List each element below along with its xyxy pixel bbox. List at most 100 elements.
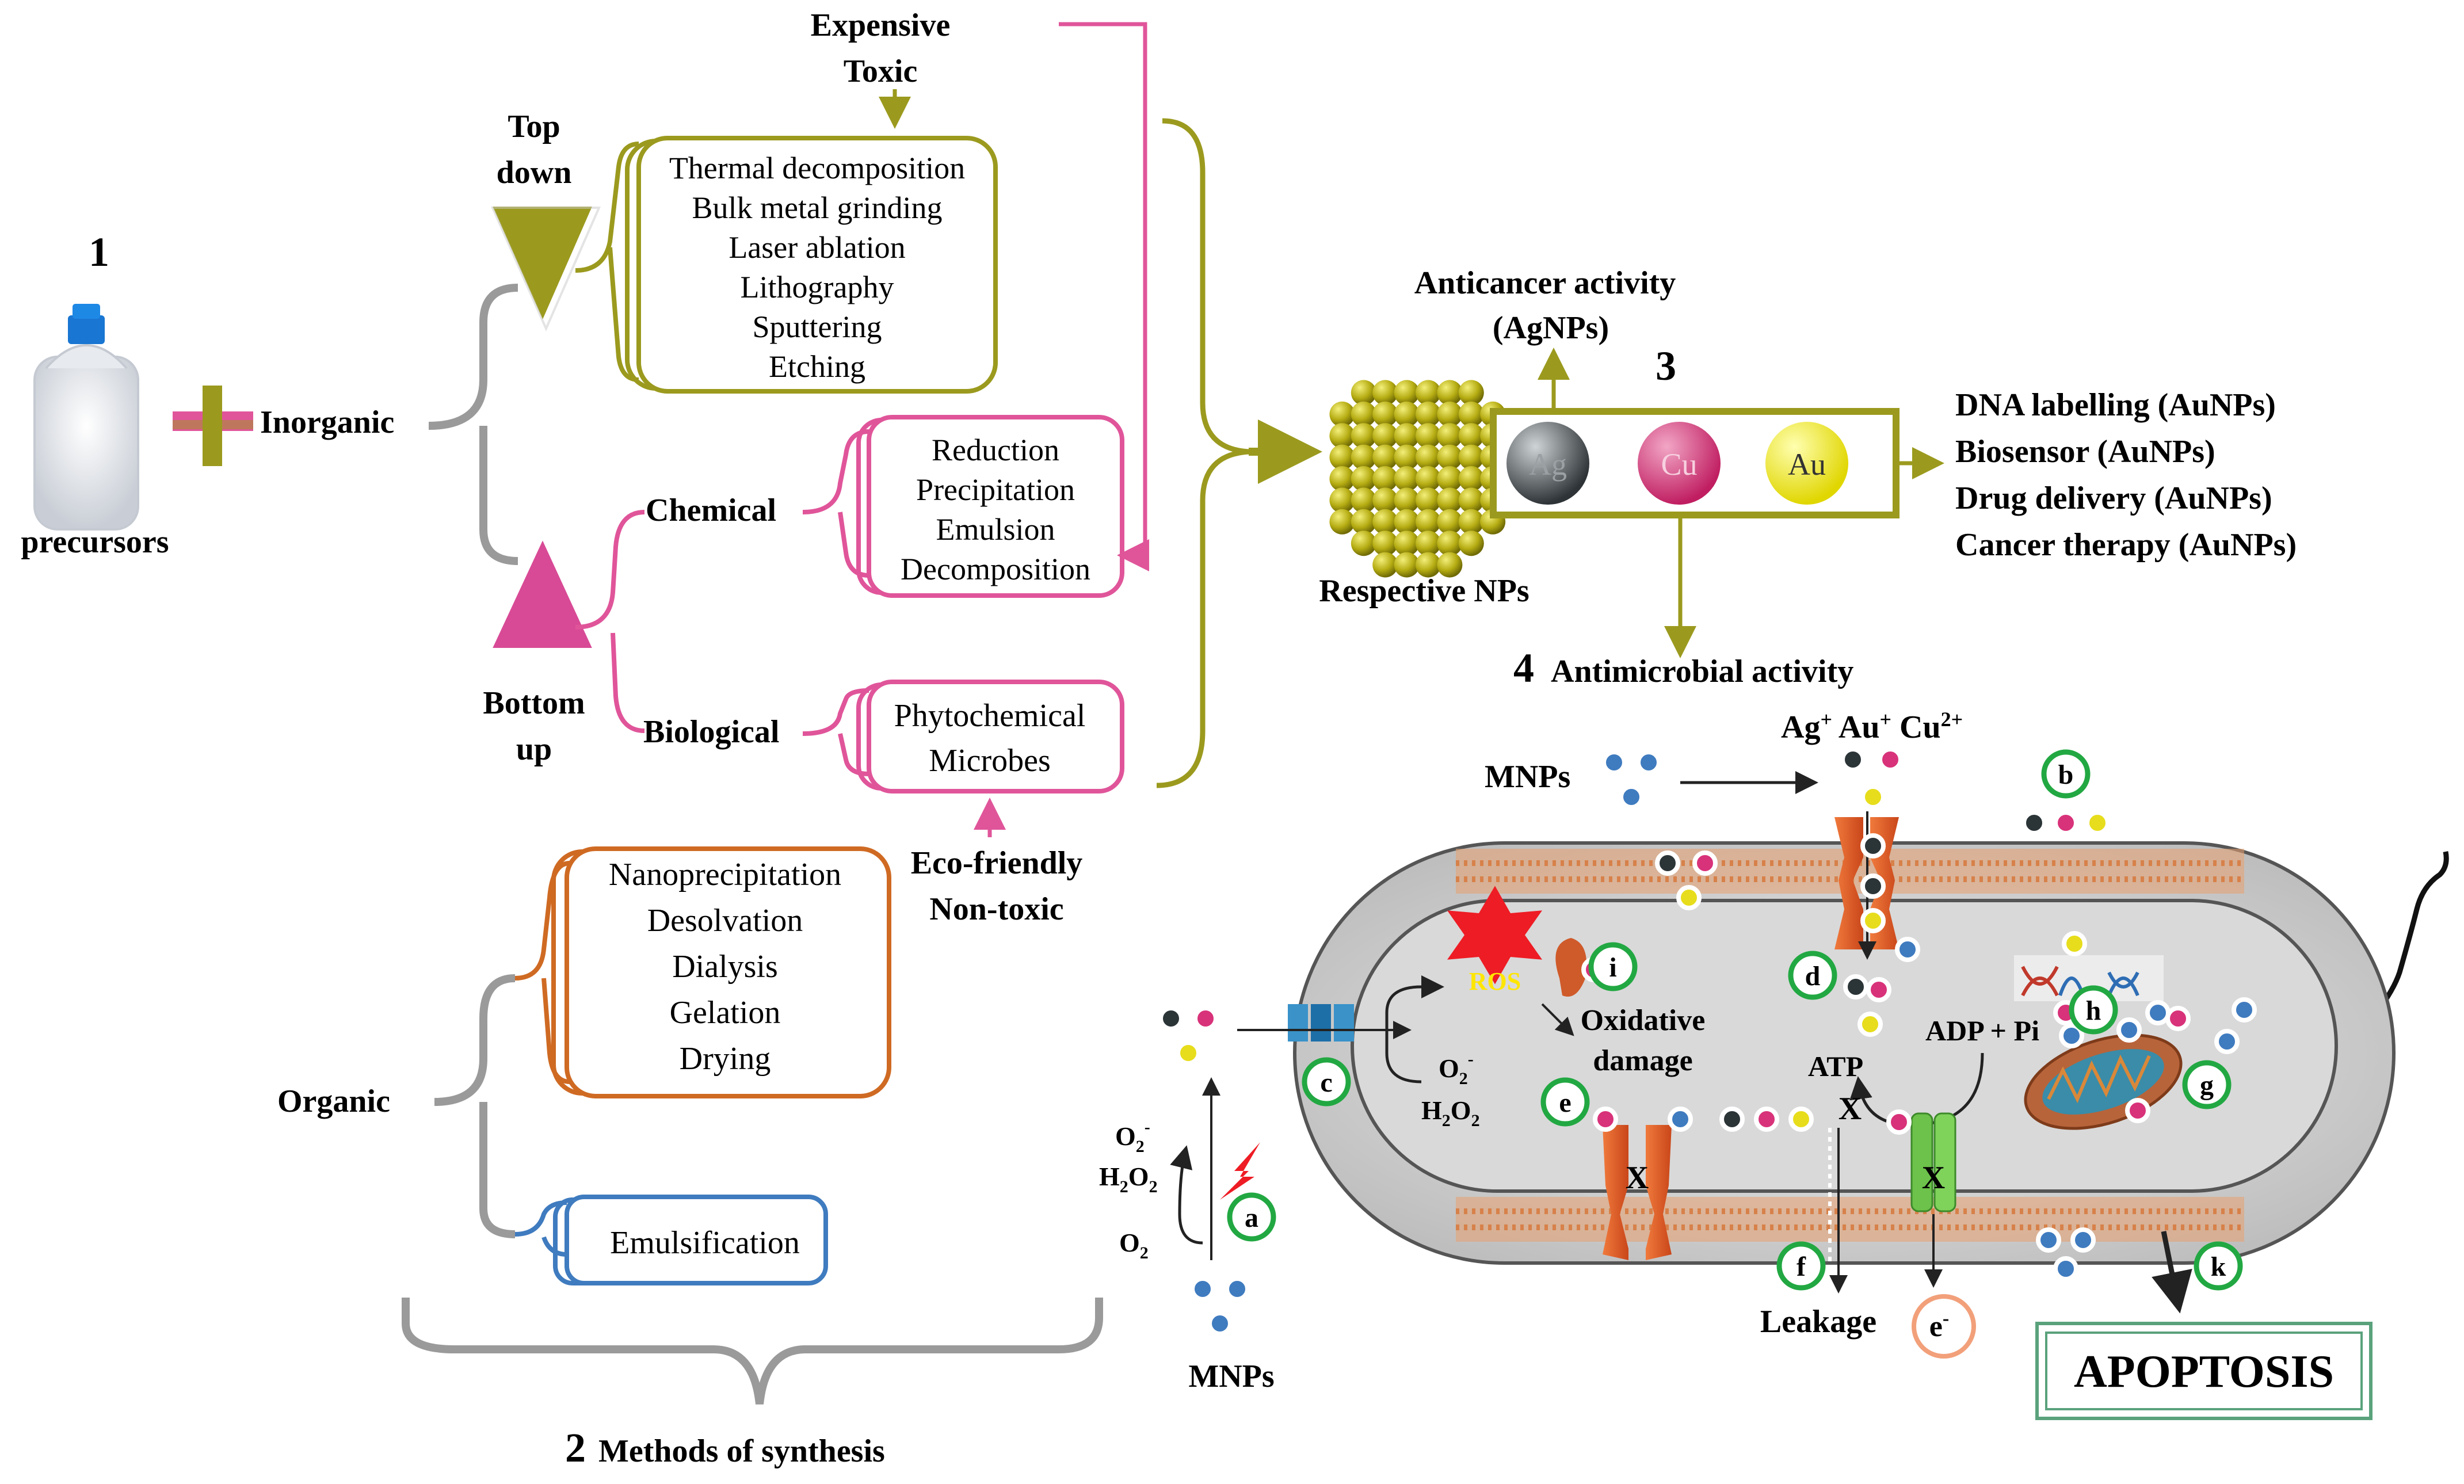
application-item: Biosensor (AuNPs): [1955, 434, 2215, 470]
nanoparticle-sphere: [1394, 380, 1420, 406]
application-item: DNA labelling (AuNPs): [1955, 387, 2276, 423]
metal-particle: [2021, 810, 2047, 836]
metal-particle: [1676, 885, 1702, 910]
metal-particle: [1857, 1012, 1883, 1037]
metal-particle: [2214, 1029, 2240, 1054]
nanoparticle-sphere: [1372, 509, 1398, 535]
apoptosis-label: APOPTOSIS: [2074, 1346, 2334, 1397]
nanoparticle-sphere: [1394, 509, 1420, 535]
application-item: Drug delivery (AuNPs): [1955, 480, 2272, 516]
etc-block-mark: X: [1922, 1160, 1945, 1196]
toxic-label: Toxic: [844, 54, 918, 89]
nanoparticle-sphere: [1437, 444, 1463, 470]
nanoparticle-sphere: [1351, 487, 1376, 513]
metal-particle: [1878, 747, 1903, 772]
chemical-method: Precipitation: [916, 472, 1075, 507]
top-down-label-line2: down: [497, 155, 572, 190]
metal-particle: [1593, 1107, 1618, 1132]
atp-label: ATP: [1808, 1050, 1863, 1082]
respective-nps-label: Respective NPs: [1319, 573, 1529, 609]
copper-ball-icon: [1638, 422, 1721, 505]
application-item: Cancer therapy (AuNPs): [1955, 527, 2297, 563]
metal-particle: [1601, 750, 1627, 775]
marker-k-circle: [2194, 1241, 2243, 1291]
metal-particle: [2145, 1000, 2171, 1025]
apoptosis-box-inner: [2045, 1332, 2363, 1410]
nanoparticle-sphere: [1372, 552, 1398, 578]
ros-generation-arrow: [1385, 975, 1444, 1084]
chemical-methods-box: [867, 415, 1124, 598]
nanoparticle-sphere: [1394, 401, 1420, 427]
nanoparticle-sphere: [1458, 444, 1484, 470]
metal-particle: [1886, 1109, 1912, 1135]
nanoparticle-sphere: [1416, 552, 1441, 578]
nanoparticle-sphere: [1416, 423, 1441, 449]
anticancer-label: Anticancer activity: [1414, 265, 1676, 301]
lightning-icon: [1220, 1142, 1260, 1200]
nanoparticle-sphere: [1458, 423, 1484, 449]
nanoparticle-sphere: [1351, 380, 1376, 406]
oxidative-damage-line2: damage: [1593, 1044, 1692, 1077]
nanoparticle-sphere: [1372, 380, 1398, 406]
marker-i-circle: [1588, 942, 1638, 991]
metal-particle: [1719, 1107, 1745, 1132]
nanoparticle-sphere: [1394, 423, 1420, 449]
nanoparticle-sphere: [1416, 444, 1441, 470]
metal-particle: [2036, 1227, 2061, 1253]
step-2-number: 2: [565, 1425, 586, 1471]
metal-particle: [1158, 1006, 1184, 1031]
topdown-method: Sputtering: [753, 310, 882, 344]
biological-method: Phytochemical: [894, 698, 1086, 734]
inorganic-label: Inorganic: [260, 405, 394, 440]
metal-particle: [2165, 1006, 2191, 1031]
metal-particle: [1866, 977, 1891, 1002]
silver-label: Ag: [1529, 447, 1567, 482]
organic-brace: [434, 974, 516, 1238]
organic-method: Gelation: [670, 995, 781, 1031]
metal-particle: [1176, 1040, 1201, 1066]
step-3-number: 3: [1656, 343, 1676, 389]
nanoparticle-sphere: [1458, 509, 1484, 535]
marker-h-label: h: [2086, 995, 2101, 1026]
metal-particle: [1840, 747, 1866, 772]
nanoparticle-sphere: [1394, 466, 1420, 491]
organic-inner-brace: [514, 861, 570, 1084]
topdown-methods-box: [636, 136, 998, 394]
nanoparticle-sphere: [1394, 531, 1420, 556]
converging-brace: [1156, 118, 1249, 788]
adp-label: ADP + Pi: [1925, 1014, 2039, 1047]
metal-particle: [1860, 908, 1886, 933]
emulsification-label: Emulsification: [610, 1225, 800, 1261]
chemical-method: Decomposition: [901, 552, 1090, 586]
nanoparticle-sphere: [1416, 401, 1441, 427]
metal-particle: [1788, 1107, 1814, 1132]
marker-c-circle: [1302, 1057, 1351, 1107]
nanoparticle-sphere: [1394, 444, 1420, 470]
nanoparticle-sphere: [1437, 509, 1463, 535]
transporter-icon: [1288, 1004, 1354, 1042]
electron-label: e-: [1929, 1308, 1949, 1343]
topdown-method: Etching: [769, 349, 865, 384]
marker-b-label: b: [2058, 760, 2074, 790]
organic-method: Desolvation: [647, 903, 803, 939]
topdown-method: Laser ablation: [728, 230, 905, 265]
nanoparticle-sphere: [1329, 444, 1355, 470]
expensive-label: Expensive: [811, 7, 951, 43]
chemical-method: Reduction: [932, 433, 1059, 467]
metal-particle: [1754, 1107, 1779, 1132]
step-4-number: 4: [1513, 645, 1534, 691]
nanoparticle-sphere: [1458, 487, 1484, 513]
bottom-up-triangle-icon: [485, 529, 600, 653]
ros-label: ROS: [1469, 967, 1521, 995]
metal-particle: [1860, 873, 1886, 899]
nanoparticle-sphere: [1458, 466, 1484, 491]
nanoparticle-sphere: [1351, 444, 1376, 470]
nanoparticle-sphere: [1416, 531, 1441, 556]
eco-friendly-label: Eco-friendly: [911, 845, 1083, 881]
protein-icon: [1555, 938, 1587, 997]
top-down-label-line1: Top: [508, 109, 560, 144]
metal-particle: [2116, 1017, 2142, 1043]
nanoparticle-sphere: [1372, 444, 1398, 470]
silver-ball-icon: [1506, 422, 1589, 505]
